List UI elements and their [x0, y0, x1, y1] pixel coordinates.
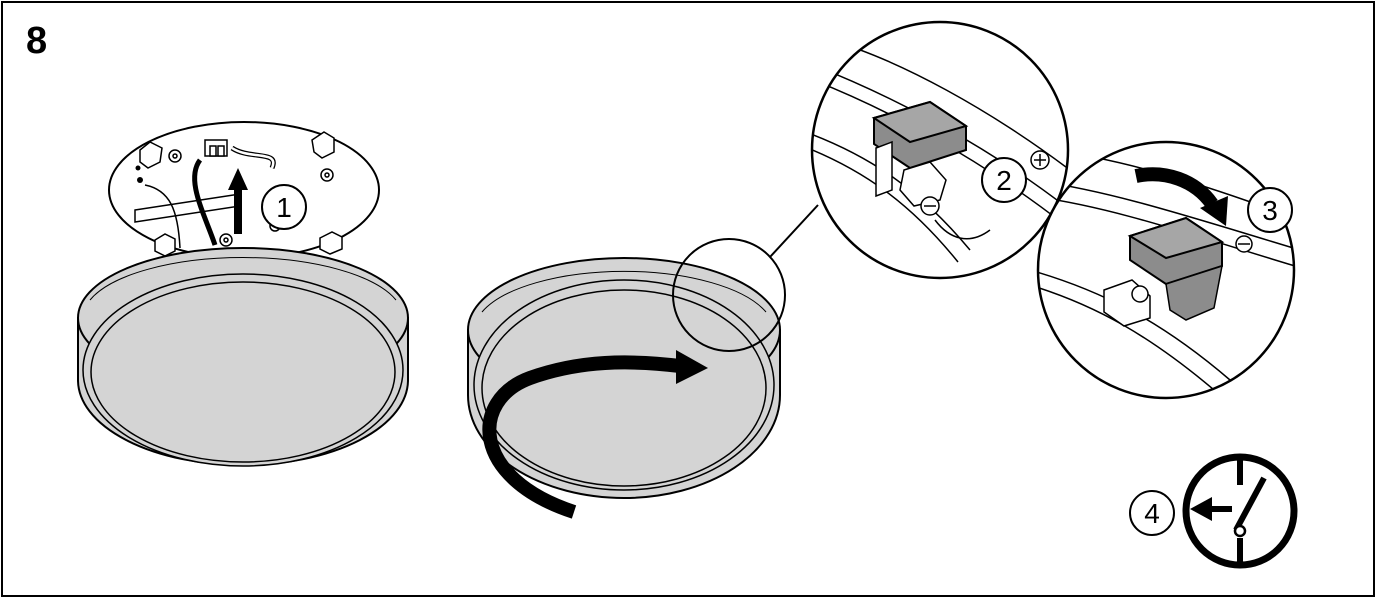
step-number: 8 [26, 20, 48, 62]
callout-2-label: 2 [996, 165, 1012, 196]
rotate-arrow-icon [482, 350, 708, 519]
callout-3-label: 3 [1262, 195, 1278, 226]
arrow-up-icon [228, 168, 248, 234]
curved-arrow-icon [1134, 167, 1228, 226]
callout-1: 1 [261, 184, 307, 230]
detail-clip-view [810, 20, 1070, 280]
callout-4: 4 [1129, 490, 1175, 536]
detail-lock-view [1036, 140, 1296, 400]
callout-3: 3 [1247, 187, 1293, 233]
lamp-shade-left [77, 247, 409, 467]
callout-1-label: 1 [276, 192, 292, 223]
callout-4-label: 4 [1144, 498, 1160, 529]
callout-2: 2 [981, 157, 1027, 203]
zoom-indicator [672, 204, 819, 352]
switch-on-icon [1182, 453, 1298, 569]
